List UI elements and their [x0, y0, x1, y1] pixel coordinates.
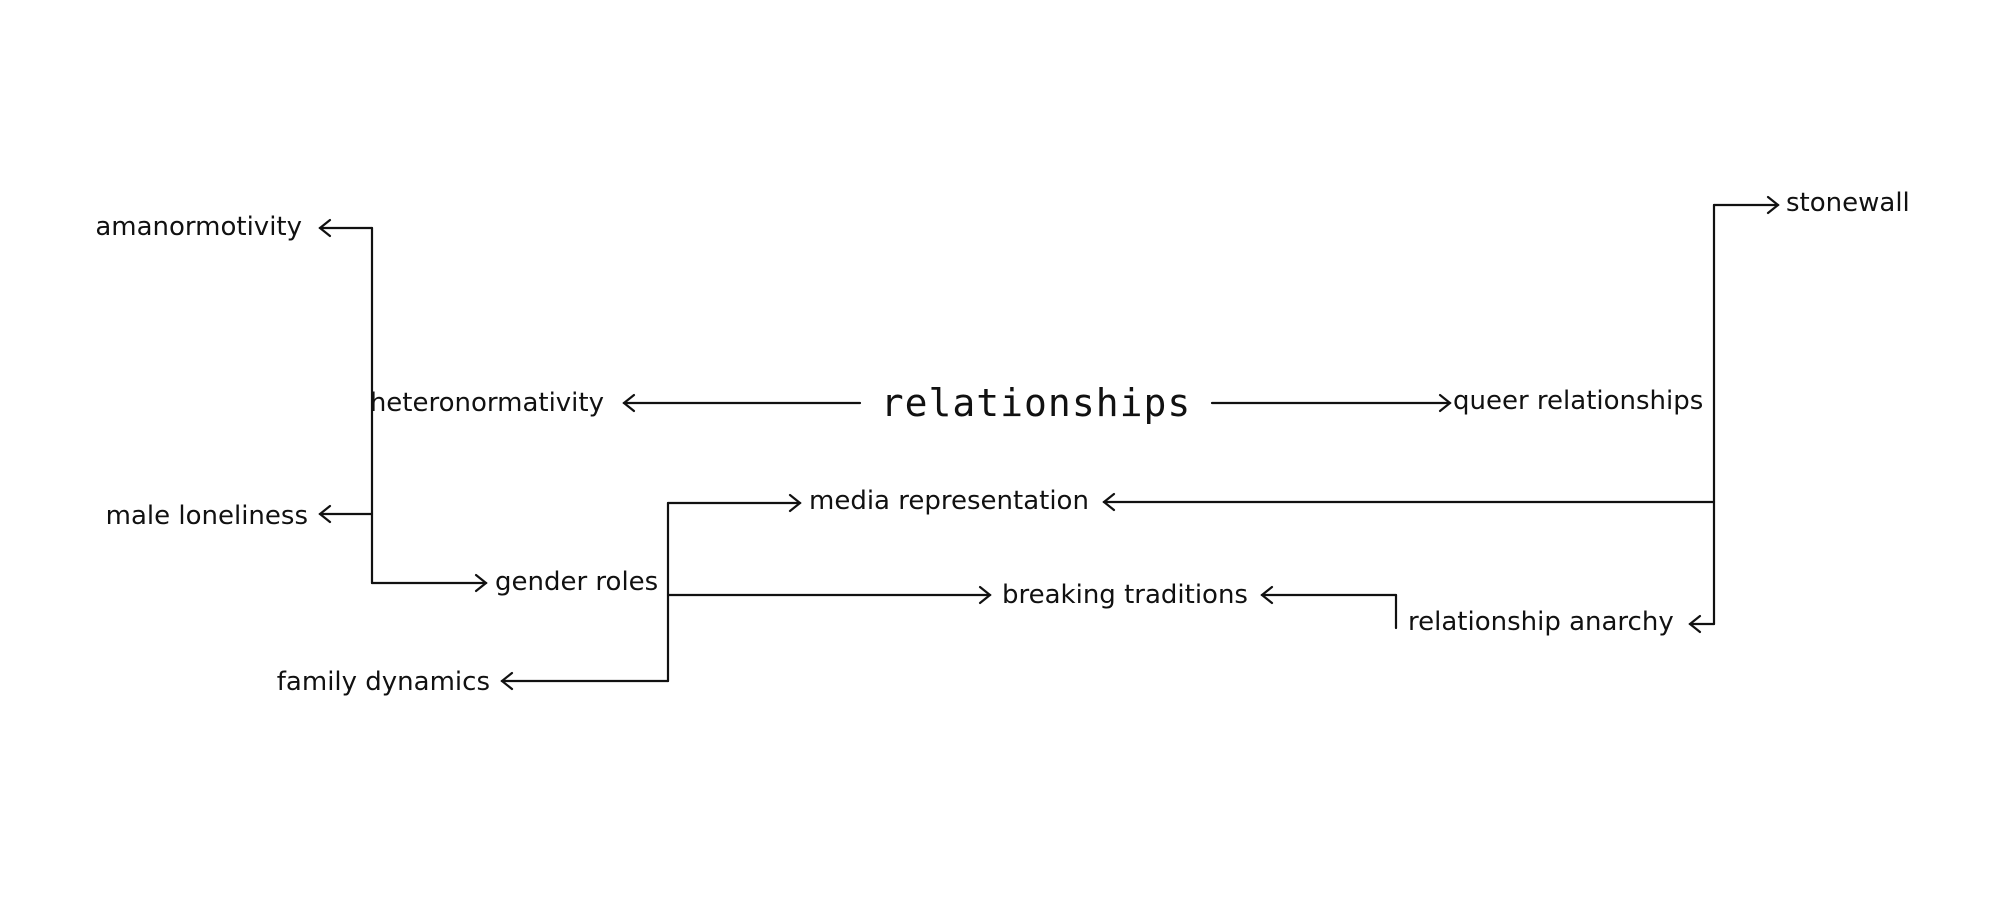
node-amanormotivity: amanormotivity — [95, 212, 302, 242]
node-gender-roles: gender roles — [495, 567, 659, 597]
edge-root-queer-relationships — [1210, 393, 1452, 413]
edge-heteronormativity-branches — [318, 218, 488, 593]
node-heteronormativity: heteronormativity — [369, 388, 604, 418]
node-breaking-traditions: breaking traditions — [1002, 580, 1248, 610]
node-male-loneliness: male loneliness — [105, 501, 308, 531]
root-node-relationships: relationships — [880, 381, 1192, 425]
edge-queer-relationships-branches — [1102, 195, 1780, 634]
node-stonewall: stonewall — [1786, 188, 1910, 218]
node-queer-relationships: queer relationships — [1453, 386, 1704, 416]
node-family-dynamics: family dynamics — [276, 667, 490, 697]
edge-gender-roles-branches — [500, 493, 992, 691]
node-media-representation: media representation — [809, 486, 1089, 516]
node-relationship-anarchy: relationship anarchy — [1408, 607, 1674, 637]
edge-relationship-anarchy-breaking-traditions — [1260, 585, 1398, 630]
edge-root-heteronormativity — [622, 393, 862, 413]
